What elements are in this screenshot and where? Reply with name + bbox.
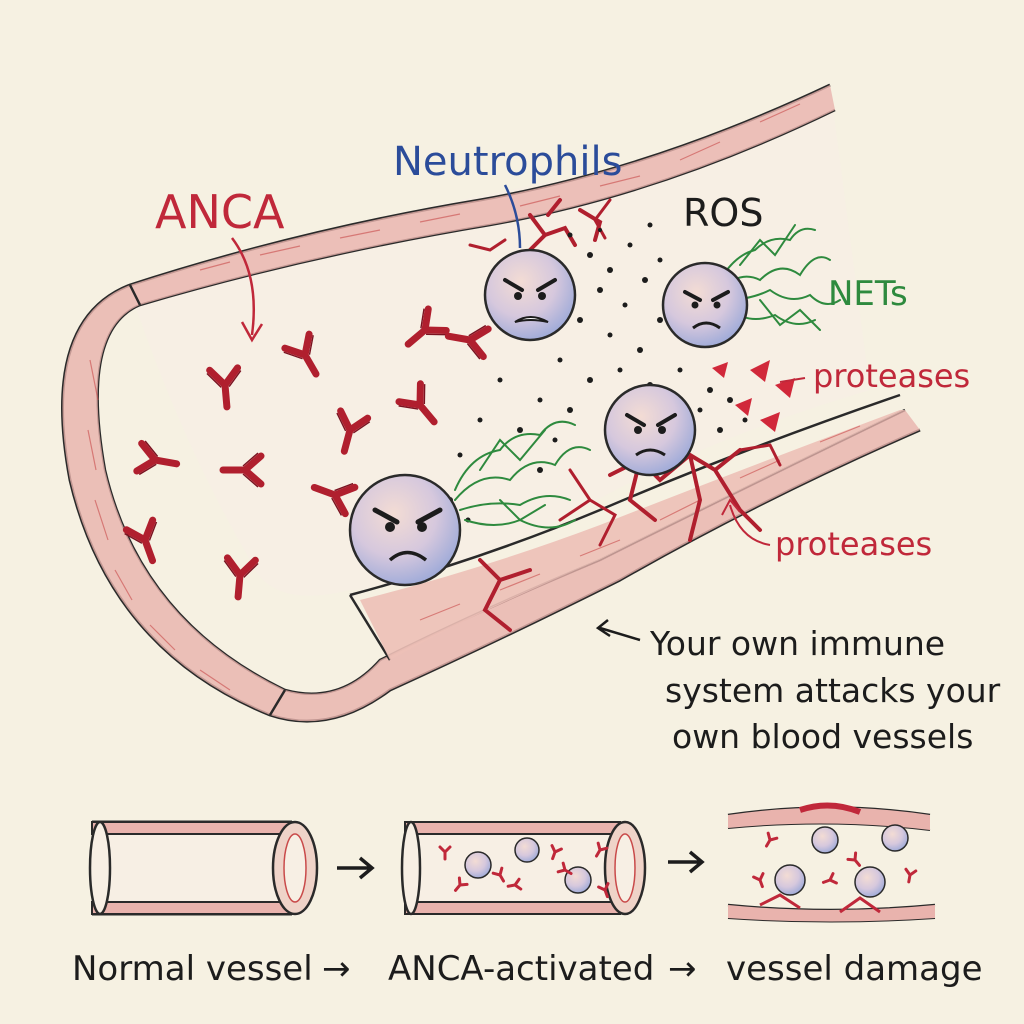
caption: Your own immune system attacks your own … [595,619,1001,756]
stage-normal-vessel [88,820,319,916]
neutrophil-cell [483,248,577,342]
proteases-bottom-label: proteases [721,498,932,563]
neutrophil-cell [661,261,749,349]
ros-label: ROS [683,191,763,235]
stage-label-normal: Normal vessel [72,949,313,989]
stage-anca-activated [400,820,647,916]
nets-fibers [454,224,841,529]
stage-label-vessel-damage: vessel damage [726,949,983,989]
caption-line-2: system attacks your [665,671,1001,710]
stage-label-anca-activated: ANCA-activated [388,949,654,989]
protease-triangles [712,360,795,432]
neutrophil-cell [348,473,462,587]
caption-line-3: own blood vessels [672,717,973,756]
proteases-top-label-text: proteases [813,357,970,395]
stage-label-arrow-2: → [668,949,697,989]
caption-line-1: Your own immune [649,624,945,663]
anca-label-text: ANCA [155,185,285,239]
stage-label-arrow-1: → [322,949,351,989]
proteases-bottom-label-text: proteases [775,525,932,563]
neutrophils-label-text: Neutrophils [393,139,622,185]
vessel-damage-cracks [468,198,782,632]
stage-arrow-2-icon [668,850,705,874]
stage-labels: Normal vessel → ANCA-activated → vessel … [72,949,983,989]
ros-particles [447,222,748,523]
neutrophil-cell [603,383,697,477]
nets-label: NETs [828,274,908,314]
stage-arrow-1-icon [337,856,375,880]
proteases-top-label: proteases [779,357,970,395]
neutrophils-label: Neutrophils [393,139,622,249]
anca-label: ANCA [155,185,285,343]
stage-vessel-damage [727,802,936,923]
blood-vessel [61,83,921,723]
